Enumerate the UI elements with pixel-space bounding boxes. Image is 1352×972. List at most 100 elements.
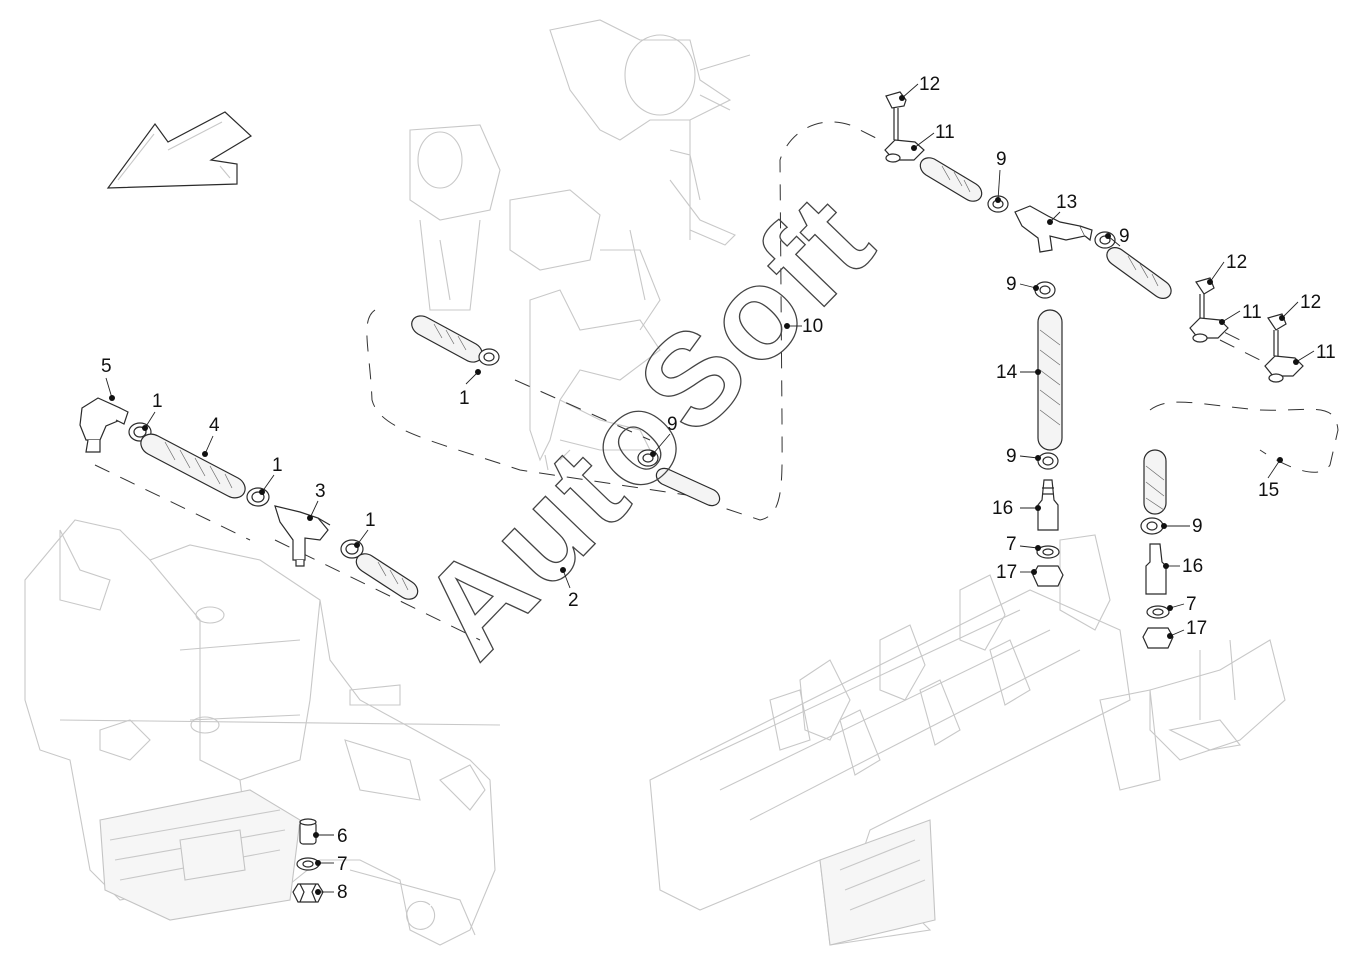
callout-c13: 13	[1047, 192, 1077, 225]
callout-c9b: 9	[995, 149, 1007, 203]
callout-dot	[1105, 233, 1111, 239]
callout-dot	[142, 425, 148, 431]
callout-dot	[560, 567, 566, 573]
callout-label: 11	[1242, 302, 1262, 323]
callout-c14: 14	[996, 362, 1041, 383]
hose-short-right	[1143, 449, 1167, 515]
ghost-left-frame	[24, 519, 501, 946]
callout-c16b: 16	[1163, 556, 1203, 577]
callout-dot	[784, 323, 790, 329]
callout-dot	[1047, 219, 1053, 225]
callout-c4: 4	[202, 415, 220, 457]
callout-label: 7	[337, 854, 348, 875]
callout-c10: 10	[784, 316, 823, 337]
callout-c15: 15	[1258, 457, 1283, 501]
callout-leader	[1281, 301, 1299, 319]
callout-label: 7	[1186, 594, 1197, 615]
callout-dot	[1163, 563, 1169, 569]
callout-dot	[1167, 633, 1173, 639]
callout-label: 5	[101, 356, 112, 377]
assembly-dashed-lines	[94, 121, 1339, 641]
callout-dot	[1293, 359, 1299, 365]
callout-label: 11	[1316, 342, 1336, 363]
pipe-clamp-11b	[1189, 317, 1229, 343]
callout-label: 17	[996, 562, 1017, 583]
fitting-6	[299, 818, 317, 845]
callout-dot	[650, 451, 656, 457]
callout-leader	[913, 132, 935, 149]
nipple-16b	[1145, 543, 1167, 595]
hose-segment-left	[355, 553, 419, 600]
elbow-fitting-5	[79, 397, 129, 453]
callout-c1c: 1	[354, 510, 376, 548]
hose-mid-right	[1106, 247, 1172, 299]
callout-dot	[307, 515, 313, 521]
nipple-16a	[1037, 479, 1059, 531]
callout-c11b: 11	[1219, 302, 1262, 325]
hose-clamp-9e	[1037, 452, 1059, 470]
callout-dot	[354, 542, 360, 548]
callout-dot	[911, 145, 917, 151]
callout-dot	[1161, 523, 1167, 529]
callout-label: 4	[209, 415, 220, 436]
callout-c8: 8	[315, 882, 348, 903]
callout-label: 13	[1056, 192, 1077, 213]
callout-c11a: 11	[911, 122, 955, 151]
callout-dot	[475, 369, 481, 375]
callout-c6: 6	[313, 826, 348, 847]
callout-label: 12	[1300, 292, 1321, 313]
callout-c11c: 11	[1293, 342, 1336, 365]
callout-label: 1	[459, 388, 470, 409]
callout-leader	[1221, 310, 1241, 323]
callout-dot	[315, 860, 321, 866]
callout-dot	[899, 95, 905, 101]
hose-4	[140, 433, 246, 499]
hose-upper-left	[411, 315, 483, 363]
callout-c7b: 7	[1006, 534, 1041, 555]
hose-clamp-9f	[1140, 517, 1164, 535]
callout-dot	[1219, 319, 1225, 325]
callout-dot	[1031, 569, 1037, 575]
ghost-upper-valves	[409, 19, 751, 471]
watermark-text: AutoSoft	[393, 165, 901, 684]
tee-fitting-3	[274, 505, 331, 567]
washer-7c	[1146, 605, 1170, 619]
callout-dot	[315, 889, 321, 895]
hose-14	[1037, 309, 1063, 451]
callout-label: 16	[1182, 556, 1203, 577]
callout-c12c: 12	[1279, 292, 1321, 321]
callout-c5: 5	[101, 356, 115, 401]
nut-17a	[1032, 565, 1064, 587]
callout-label: 15	[1258, 480, 1279, 501]
callout-leader	[901, 83, 919, 99]
hose-clamp-9b	[987, 195, 1009, 213]
callout-label: 9	[667, 414, 678, 435]
callout-leader	[105, 377, 113, 399]
nut-8	[292, 883, 324, 903]
callout-dot	[202, 451, 208, 457]
callout-label: 1	[152, 391, 163, 412]
nut-17b	[1142, 627, 1174, 649]
callout-c9e: 9	[1006, 446, 1041, 467]
callout-c12a: 12	[899, 74, 940, 101]
callout-leader	[1019, 455, 1039, 459]
callout-dot	[995, 197, 1001, 203]
callout-label: 6	[337, 826, 348, 847]
hose-clamp-9c	[1094, 231, 1116, 249]
callout-dot	[259, 489, 265, 495]
callout-c9a: 9	[650, 414, 678, 457]
callout-leader	[204, 435, 214, 455]
callout-c2: 2	[560, 567, 579, 611]
callout-label: 8	[337, 882, 348, 903]
hose-center	[655, 467, 721, 507]
callout-dot	[1167, 605, 1173, 611]
callout-label: 9	[1119, 226, 1130, 247]
callout-leader	[309, 500, 319, 519]
callout-c7c: 7	[1167, 594, 1197, 615]
callout-label: 1	[272, 455, 283, 476]
callout-leader	[1295, 350, 1315, 363]
callout-label: 14	[996, 362, 1018, 383]
callout-leader	[1267, 459, 1281, 479]
